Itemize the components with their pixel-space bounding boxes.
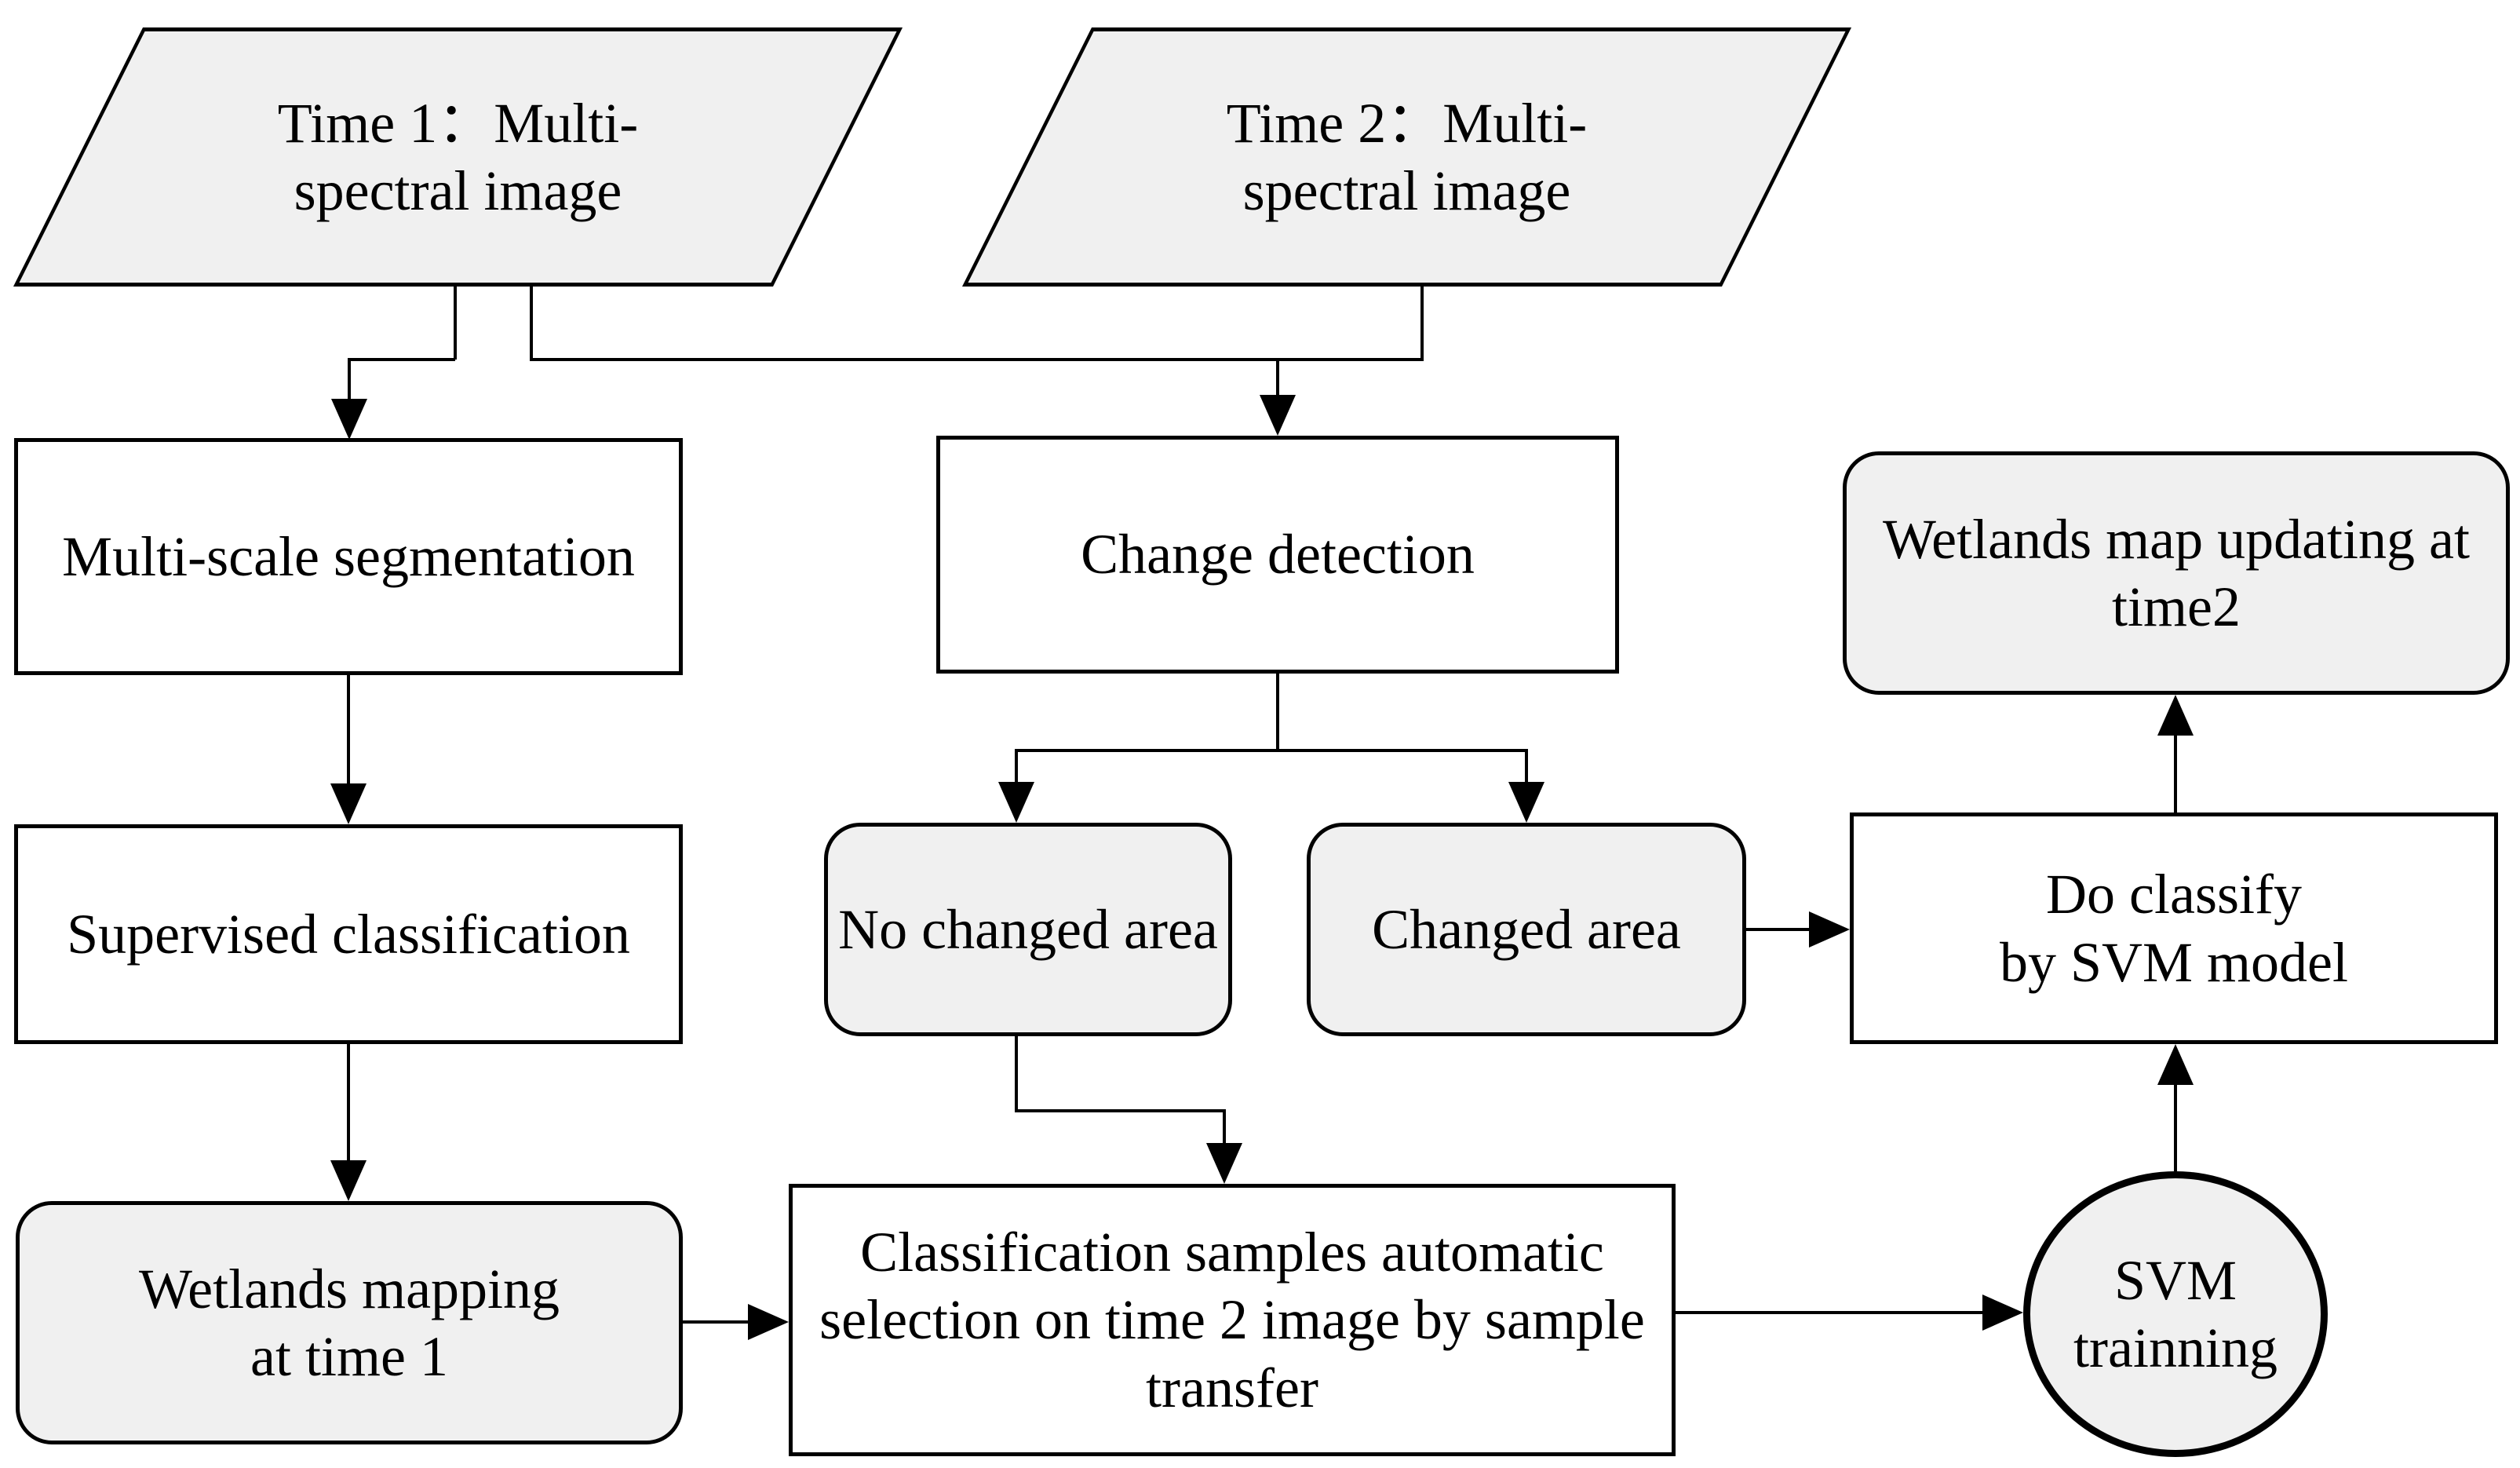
edge-nochanged-elbow-v1: [1015, 1036, 1018, 1112]
edge-time1-to-segmentation-line: [348, 358, 351, 402]
node-do-classify: Do classify by SVM model: [1850, 813, 2498, 1044]
arrowhead-into-change-detection-icon: [1260, 395, 1296, 436]
edge-doclassify-to-updating-line: [2174, 736, 2177, 813]
arrowhead-into-wetlands1-icon: [330, 1160, 367, 1201]
edge-time1-stub-right: [530, 287, 533, 360]
edge-supervised-to-wetlands1-line: [347, 1044, 350, 1163]
edge-join-horizontal: [530, 358, 1424, 361]
node-changed-area: Changed area: [1307, 823, 1746, 1036]
edge-branch-horizontal: [1015, 749, 1528, 752]
node-change-detection: Change detection: [936, 436, 1619, 674]
node-wetlands-mapping-time1: Wetlands mapping at time 1: [16, 1201, 683, 1444]
node-wetlands-mapping-time1-label: Wetlands mapping at time 1: [138, 1257, 560, 1388]
arrowhead-into-doclassify-bottom-icon: [2157, 1044, 2194, 1085]
node-time1-label: Time 1：Multi- spectral image: [277, 91, 639, 222]
node-svm-training: SVM trainning: [2023, 1171, 2328, 1457]
edge-nochanged-elbow-v2: [1223, 1109, 1226, 1146]
node-classification-samples: Classification samples automatic selecti…: [789, 1184, 1676, 1456]
node-changed-area-label: Changed area: [1372, 897, 1681, 961]
edge-wetlands1-to-samples-line: [683, 1320, 751, 1324]
edge-changed-to-doclassify-line: [1746, 928, 1812, 931]
node-time1-image: Time 1：Multi- spectral image: [13, 27, 903, 287]
edge-to-changed-line: [1525, 749, 1528, 785]
node-wetlands-map-updating: Wetlands map updating at time2: [1843, 451, 2510, 695]
edge-time1-stub-left: [454, 287, 457, 360]
arrowhead-into-doclassify-left-icon: [1809, 911, 1850, 948]
arrowhead-into-updating-icon: [2157, 695, 2194, 736]
node-supervised-classification-label: Supervised classification: [67, 902, 630, 966]
arrowhead-into-samples-icon: [1206, 1143, 1242, 1184]
arrowhead-into-no-changed-icon: [998, 782, 1034, 823]
node-classification-samples-label: Classification samples automatic selecti…: [819, 1220, 1645, 1419]
node-no-changed-area: No changed area: [824, 823, 1232, 1036]
node-supervised-classification: Supervised classification: [14, 824, 683, 1044]
edge-samples-to-svm-line: [1676, 1311, 1986, 1314]
node-multiscale-segmentation-label: Multi-scale segmentation: [62, 524, 635, 588]
arrowhead-into-svm-icon: [1982, 1295, 2023, 1331]
edge-time2-stub: [1420, 287, 1424, 360]
edge-time1-jog: [348, 358, 455, 361]
edge-to-no-changed-line: [1015, 749, 1018, 785]
node-wetlands-map-updating-label: Wetlands map updating at time2: [1882, 507, 2471, 638]
node-time2-image: Time 2：Multi- spectral image: [962, 27, 1852, 287]
arrowhead-into-changed-icon: [1508, 782, 1544, 823]
edge-segmentation-to-supervised-line: [347, 675, 350, 787]
node-no-changed-area-label: No changed area: [838, 897, 1218, 961]
node-do-classify-label: Do classify by SVM model: [1999, 863, 2349, 994]
node-svm-training-label: SVM trainning: [2073, 1248, 2277, 1379]
node-multiscale-segmentation: Multi-scale segmentation: [14, 438, 683, 675]
node-change-detection-label: Change detection: [1081, 523, 1475, 586]
edge-to-change-detection-line: [1276, 358, 1279, 398]
edge-svm-to-doclassify-line: [2174, 1085, 2177, 1171]
arrowhead-into-supervised-icon: [330, 783, 367, 824]
node-time2-label: Time 2：Multi- spectral image: [1226, 91, 1588, 222]
arrowhead-into-segmentation-icon: [331, 399, 367, 440]
edge-change-detection-down: [1276, 674, 1279, 752]
arrowhead-into-samples-left-icon: [748, 1304, 789, 1340]
edge-nochanged-elbow-h: [1015, 1109, 1226, 1112]
